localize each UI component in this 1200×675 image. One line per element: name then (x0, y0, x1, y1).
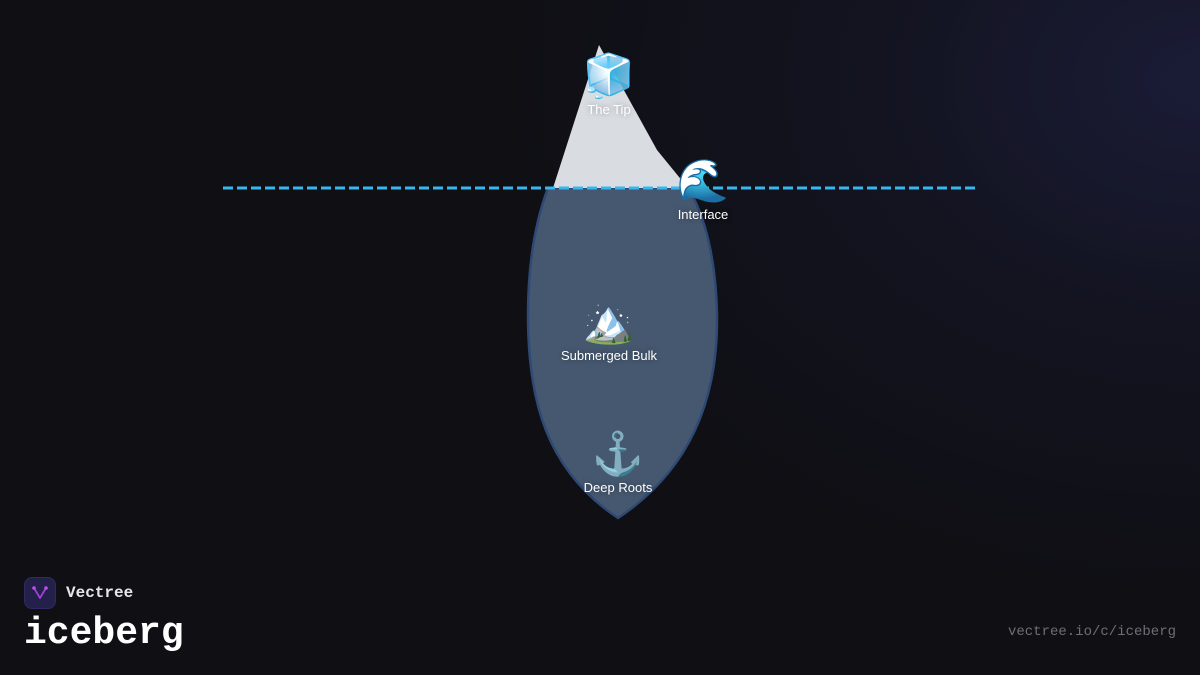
iceberg-submerged-body (526, 186, 719, 520)
snow-capped-mountain-icon: 🏔️ (582, 298, 636, 345)
anchor-icon: ⚓ (591, 430, 645, 477)
water-wave-icon: 🌊 (676, 157, 730, 204)
brand-name: Vectree (66, 584, 134, 602)
layer-label: Deep Roots (583, 480, 653, 495)
page-title: iceberg (24, 612, 184, 655)
layer-label: Submerged Bulk (560, 348, 658, 363)
layer-label: The Tip (587, 102, 631, 117)
layer-interface: 🌊 Interface (677, 157, 729, 222)
source-url: vectree.io/c/iceberg (1007, 624, 1176, 640)
vectree-logo-icon (24, 577, 56, 609)
brand: Vectree (24, 577, 133, 609)
iceberg-tip (553, 45, 688, 188)
layer-deep-roots: ⚓ Deep Roots (584, 430, 653, 495)
ice-cube-icon: 🧊 (582, 52, 636, 99)
layer-label: Interface (677, 207, 729, 222)
layer-the-tip: 🧊 The Tip (583, 52, 635, 117)
layer-submerged-bulk: 🏔️ Submerged Bulk (561, 298, 657, 363)
